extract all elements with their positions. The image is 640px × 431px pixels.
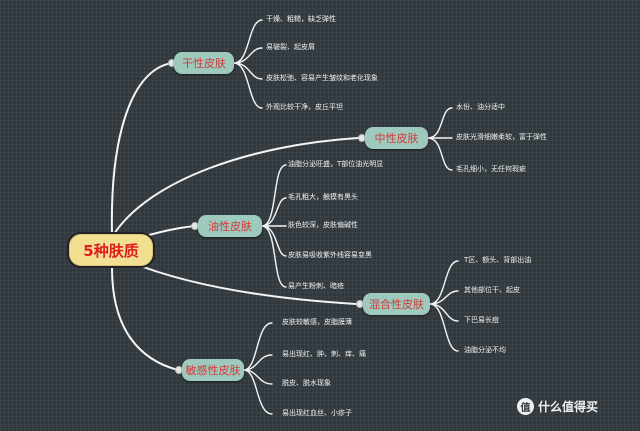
branch-label: 中性皮肤 (374, 132, 419, 145)
leaf-neutral-2: 皮肤光滑细嫩柔软，富于弹性 (456, 133, 547, 141)
root-node[interactable]: 5种肤质 (67, 232, 155, 268)
branch-sensitive-skin[interactable]: 敏感性皮肤 (182, 359, 244, 381)
branch-label: 干性皮肤 (182, 57, 226, 70)
root-label: 5种肤质 (83, 241, 139, 260)
watermark: 值 什么值得买 (517, 398, 598, 415)
leaf-sensitive-1: 皮肤较敏感，皮脂膜薄 (282, 318, 352, 326)
leaf-dry-1: 干燥、粗糙，缺乏弹性 (266, 15, 336, 23)
branch-label: 混合性皮肤 (369, 298, 424, 311)
branch-label: 油性皮肤 (208, 220, 252, 233)
leaf-oily-4: 皮肤易吸收紫外线容易变黑 (288, 251, 372, 259)
leaf-combination-3: 下巴易长痘 (464, 316, 499, 324)
branch-neutral-skin[interactable]: 中性皮肤 (365, 127, 428, 149)
leaf-sensitive-4: 易出现红血丝、小疹子 (282, 409, 352, 417)
connector-root-neutral (113, 137, 359, 235)
branch-label: 敏感性皮肤 (185, 364, 241, 377)
leaf-sensitive-2: 易出现红、肿、刺、痒、痛 (282, 350, 366, 358)
leaf-neutral-1: 水份、油分适中 (456, 103, 505, 111)
leaf-neutral-3: 毛孔细小，无任何瑕疵 (456, 165, 526, 173)
leaf-oily-3: 肤色较深，皮肤偏碱性 (288, 221, 358, 229)
branch-dry-skin[interactable]: 干性皮肤 (174, 52, 234, 74)
leaf-oily-1: 油脂分泌旺盛，T部位油光明显 (288, 160, 384, 168)
leaf-oily-5: 易产生粉刺、暗疮 (288, 282, 344, 290)
leaf-oily-2: 毛孔粗大，触摸有黑头 (288, 193, 358, 201)
leaf-sensitive-3: 脱皮、脱水现象 (282, 379, 331, 387)
watermark-text: 什么值得买 (538, 400, 599, 414)
branch-combination-skin[interactable]: 混合性皮肤 (363, 293, 430, 315)
connector-root-dry (110, 62, 173, 235)
leaf-dry-3: 皮肤松弛、容易产生皱纹和老化现象 (266, 74, 378, 82)
leaf-combination-4: 油脂分泌不均 (464, 346, 506, 354)
leaf-combination-2: 其他部位干、起皮 (464, 286, 520, 294)
branch-oily-skin[interactable]: 油性皮肤 (198, 215, 262, 237)
brand-logo-icon: 值 (517, 398, 534, 415)
connector-root-sensitive (111, 267, 179, 371)
connector-root-combination (129, 261, 357, 305)
leaf-combination-1: T区、额头、背部出油 (464, 256, 532, 264)
leaf-dry-2: 易皲裂、起皮屑 (266, 43, 315, 51)
leaf-dry-4: 外观比较干净，皮丘平坦 (266, 103, 343, 111)
